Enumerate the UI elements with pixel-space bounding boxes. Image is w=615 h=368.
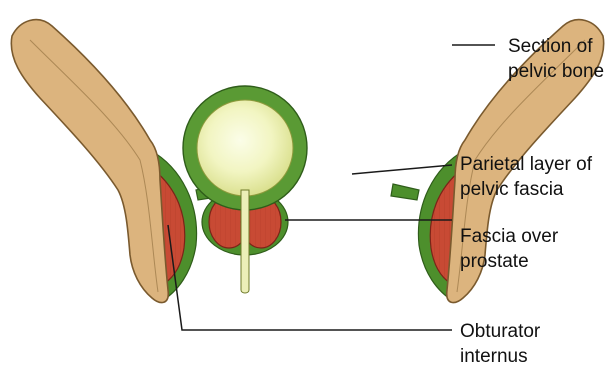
bladder-lumen (197, 100, 293, 196)
left-pelvic-wall (11, 20, 196, 303)
label-pelvic-bone-line1: Section of (508, 36, 593, 57)
label-parietal-line1: Parietal layer of (460, 154, 593, 175)
label-prostate-line2: prostate (460, 251, 529, 272)
label-obturator-line2: internus (460, 346, 528, 367)
label-pelvic-bone-line2: pelvic bone (508, 61, 604, 82)
central-organs (183, 86, 307, 293)
label-obturator-line1: Obturator (460, 321, 541, 342)
urethra (241, 190, 249, 293)
leader-parietal-fascia (352, 165, 452, 174)
label-prostate-line1: Fascia over (460, 226, 559, 247)
left-pelvic-bone (11, 20, 168, 303)
label-parietal-line2: pelvic fascia (460, 179, 564, 200)
